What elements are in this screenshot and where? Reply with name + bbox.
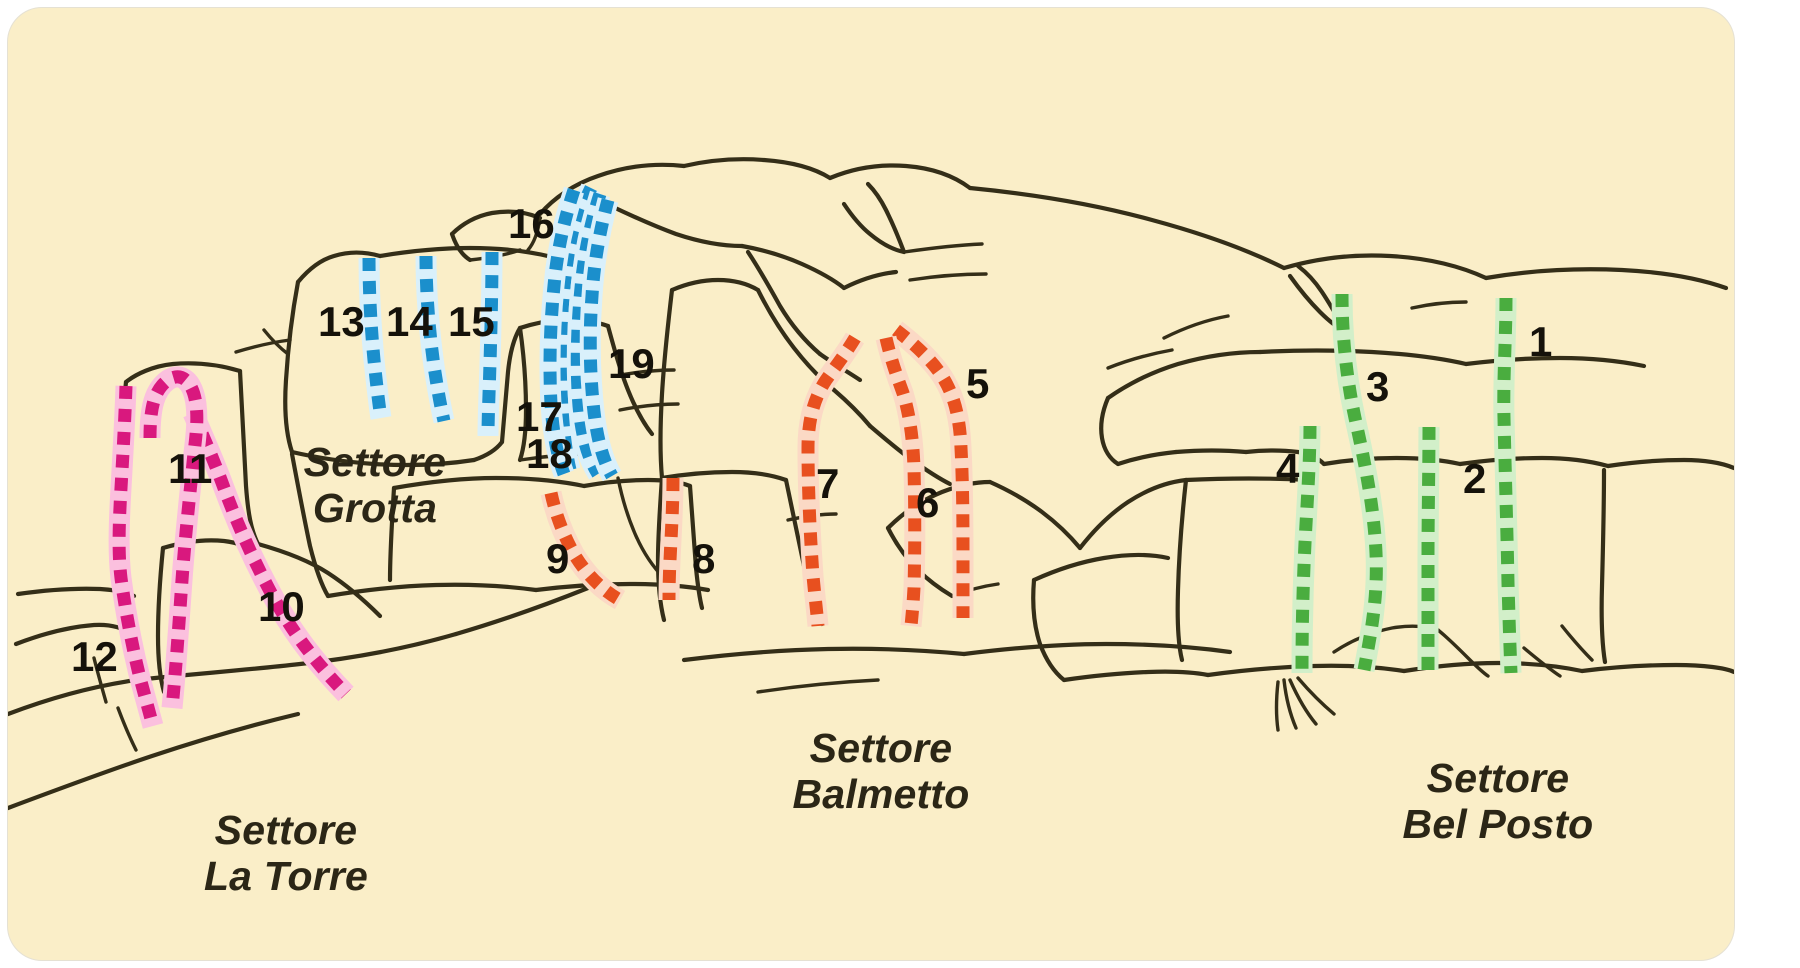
route-core-4 bbox=[1295, 425, 1317, 674]
route-number-12: 12 bbox=[71, 633, 118, 680]
climbing-routes-layer bbox=[108, 183, 1522, 729]
route-line-11 bbox=[139, 366, 208, 710]
sector-label-la-torre: Settore La Torre bbox=[203, 807, 369, 899]
route-number-17: 17 bbox=[516, 393, 563, 440]
sector-label-bel-posto: Settore Bel Posto bbox=[1402, 755, 1594, 847]
route-line-6 bbox=[875, 335, 926, 628]
route-core-8 bbox=[662, 477, 680, 601]
route-core-17 bbox=[543, 187, 581, 477]
sector-label-balmetto: Settore Balmetto bbox=[792, 725, 970, 817]
route-core-5 bbox=[892, 324, 970, 618]
route-line-12 bbox=[108, 385, 164, 729]
route-number-13: 13 bbox=[318, 298, 365, 345]
route-number-4: 4 bbox=[1276, 445, 1300, 492]
route-halo-9 bbox=[540, 490, 626, 610]
route-number-6: 6 bbox=[916, 479, 940, 526]
route-number-8: 8 bbox=[692, 535, 716, 582]
route-line-15 bbox=[477, 251, 503, 437]
route-line-3 bbox=[1331, 293, 1387, 672]
route-number-9: 9 bbox=[546, 535, 570, 582]
route-core-15 bbox=[481, 251, 499, 437]
route-halo-11 bbox=[139, 366, 208, 710]
route-line-1 bbox=[1493, 297, 1522, 674]
route-line-13 bbox=[358, 257, 392, 420]
route-number-7: 7 bbox=[816, 460, 840, 507]
route-core-6 bbox=[879, 336, 922, 627]
route-line-4 bbox=[1291, 425, 1321, 674]
route-core-2 bbox=[1421, 426, 1436, 670]
route-line-9 bbox=[540, 490, 626, 610]
route-number-2: 2 bbox=[1463, 455, 1487, 502]
route-line-14 bbox=[415, 255, 455, 424]
route-line-5 bbox=[889, 321, 974, 618]
route-core-1 bbox=[1497, 297, 1518, 674]
route-core-3 bbox=[1335, 293, 1383, 672]
route-core-14 bbox=[419, 255, 451, 423]
route-line-17 bbox=[539, 186, 584, 478]
route-number-14: 14 bbox=[386, 298, 433, 345]
route-line-2 bbox=[1417, 426, 1440, 670]
route-line-18 bbox=[566, 190, 611, 480]
route-number-15: 15 bbox=[448, 298, 495, 345]
route-number-18: 18 bbox=[526, 430, 573, 477]
route-core-19 bbox=[583, 198, 618, 480]
route-core-10 bbox=[187, 410, 351, 699]
topo-illustration bbox=[8, 157, 1734, 811]
route-line-10 bbox=[183, 408, 354, 702]
route-line-19 bbox=[579, 197, 622, 482]
route-line-8 bbox=[658, 477, 684, 601]
route-number-16: 16 bbox=[508, 200, 555, 247]
route-number-10: 10 bbox=[258, 583, 305, 630]
route-core-7 bbox=[801, 334, 861, 627]
route-core-12 bbox=[112, 385, 160, 728]
route-number-5: 5 bbox=[966, 360, 990, 407]
route-number-11: 11 bbox=[168, 445, 213, 492]
route-number-19: 19 bbox=[608, 340, 655, 387]
route-core-13 bbox=[362, 257, 388, 420]
route-core-18 bbox=[570, 192, 607, 478]
sector-label-grotta: Settore Grotta bbox=[303, 439, 447, 531]
route-number-1: 1 bbox=[1529, 318, 1553, 365]
route-line-7 bbox=[797, 332, 865, 627]
route-number-3: 3 bbox=[1366, 363, 1390, 410]
